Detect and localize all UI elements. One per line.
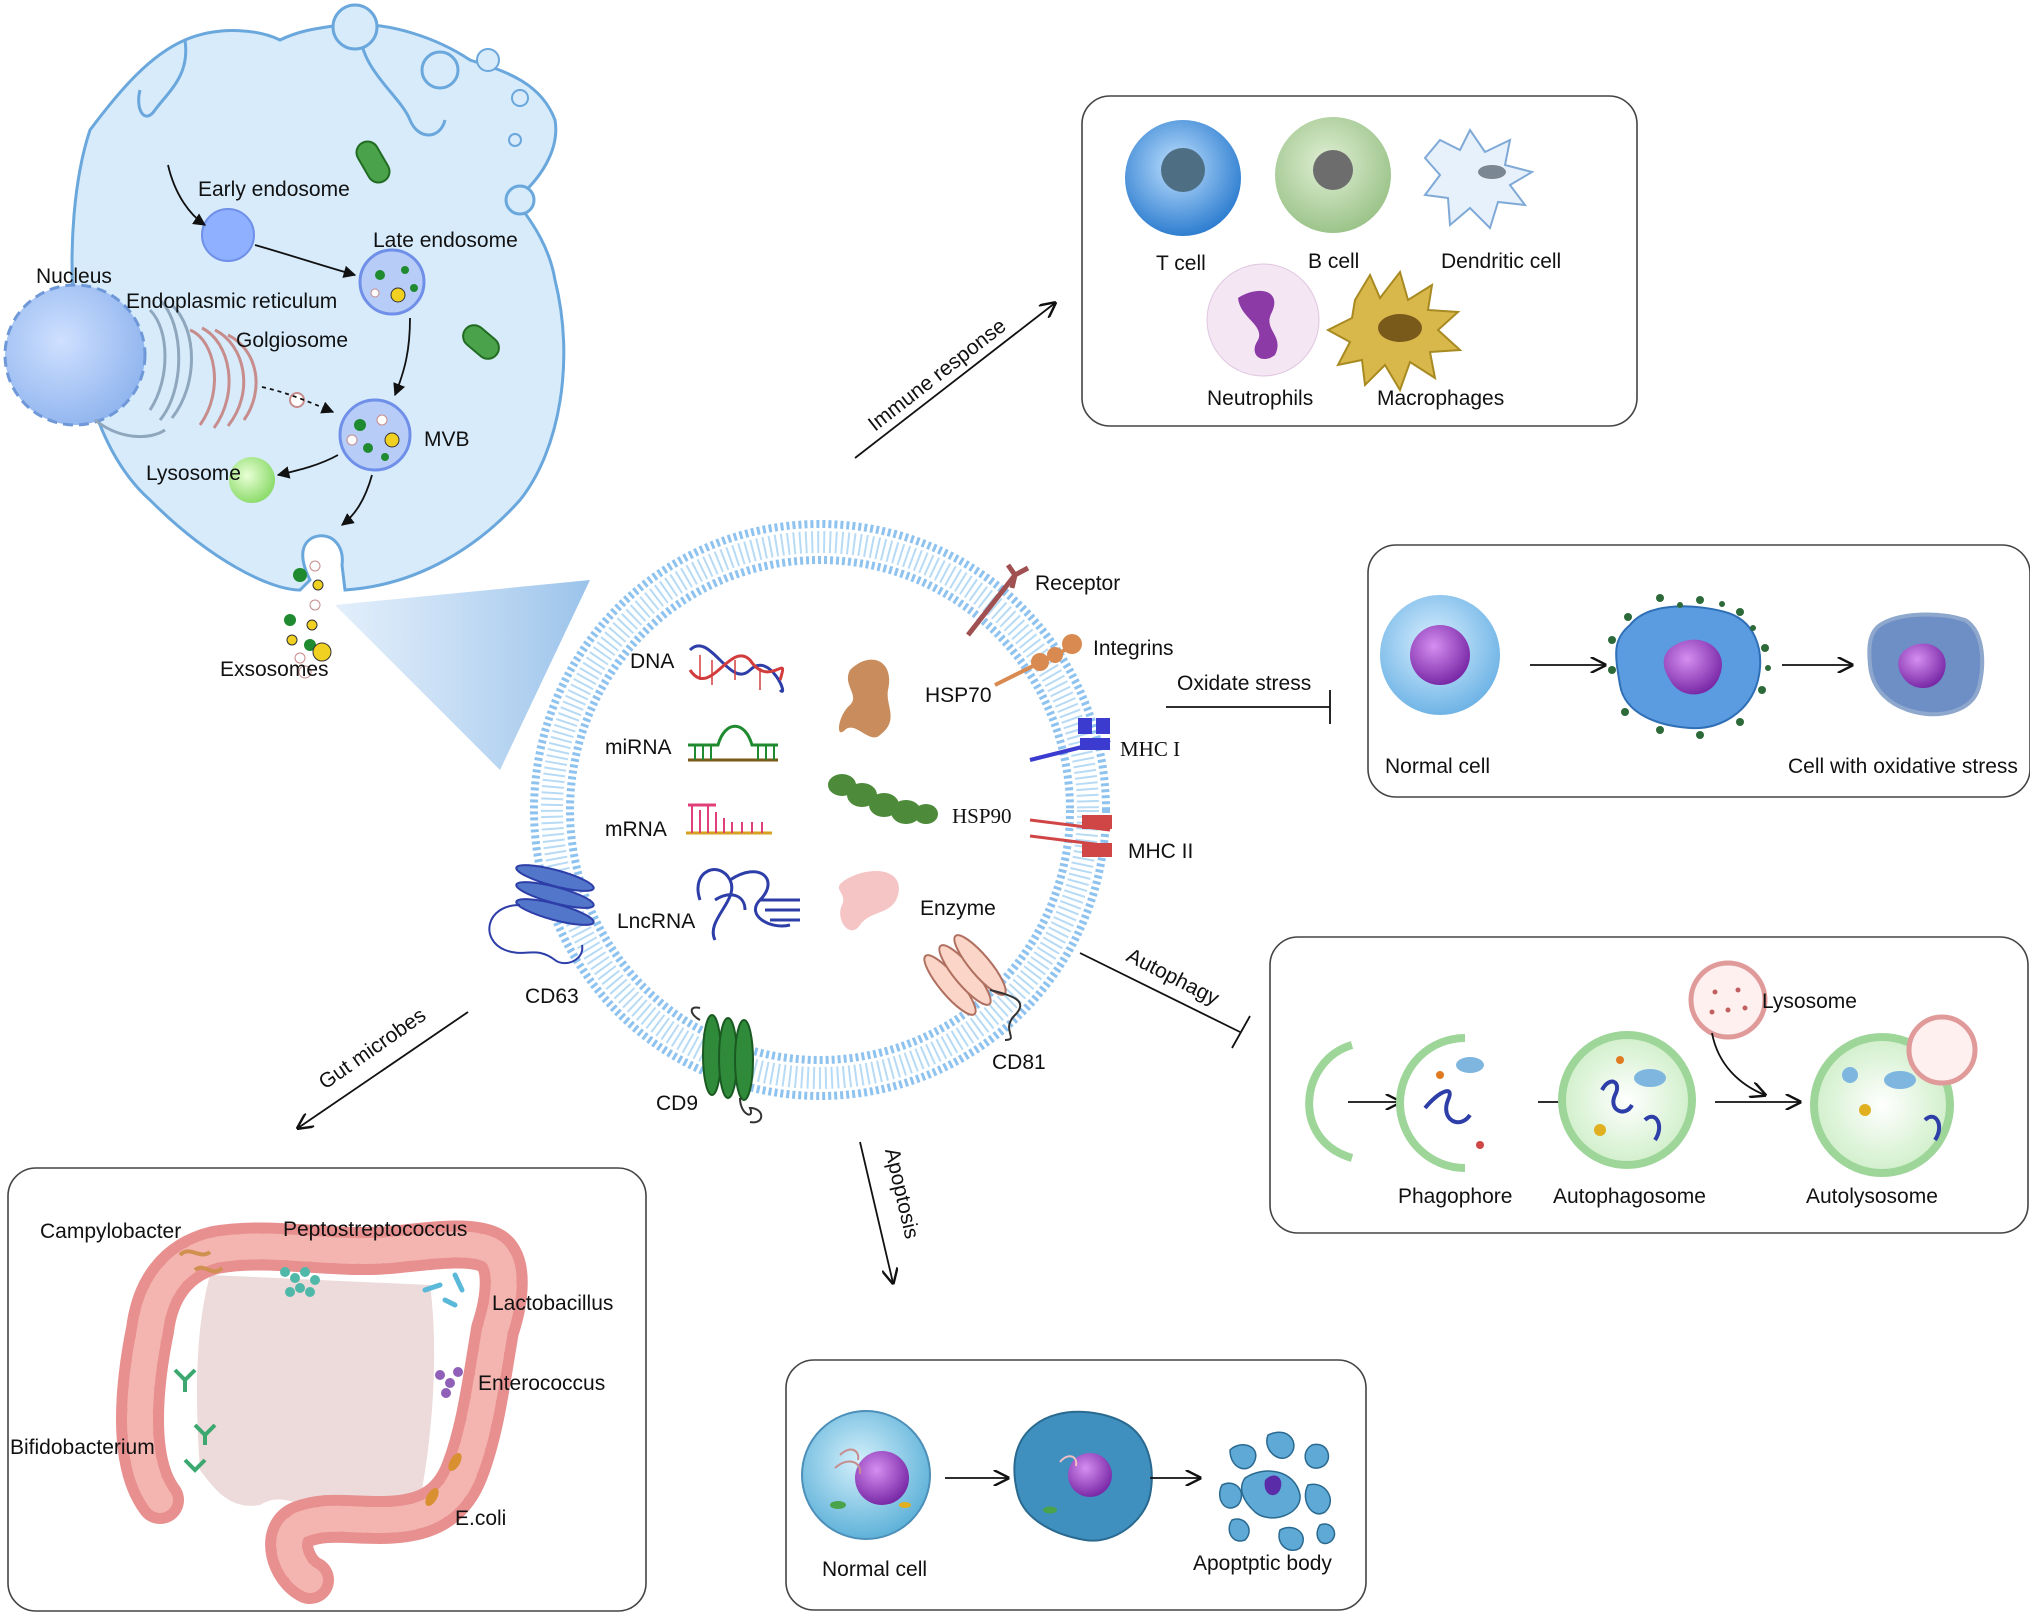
lncrna-label: LncRNA	[617, 910, 695, 933]
integrins-icon	[994, 634, 1082, 687]
hsp90-label: HSP90	[952, 804, 1012, 828]
golgi-label: Golgiosome	[236, 329, 348, 352]
er-icon	[94, 298, 193, 439]
cd63-icon	[488, 864, 595, 965]
ecoli-label: E.coli	[455, 1507, 506, 1530]
apoptotic-body-icon	[1218, 1431, 1336, 1551]
exosome-particles	[284, 599, 332, 679]
nucleus	[3, 283, 147, 427]
early-endosome	[201, 208, 255, 262]
cd81-label: CD81	[992, 1051, 1046, 1074]
b-cell-label: B cell	[1308, 250, 1359, 273]
autophagy-label: Autophagy	[1123, 944, 1223, 1010]
er-label: Endoplasmic reticulum	[126, 290, 337, 313]
macrophages-label: Macrophages	[1377, 387, 1504, 410]
apoptotic-body-label: Apoptptic body	[1193, 1552, 1332, 1575]
bifidobacterium-icon	[173, 1368, 217, 1473]
autophagy-inhibit	[1079, 952, 1241, 1033]
hsp90-protein-icon	[828, 774, 938, 824]
nucleus-label: Nucleus	[36, 265, 112, 288]
neutrophils-label: Neutrophils	[1207, 387, 1313, 410]
mhc2-label: MHC II	[1128, 840, 1193, 863]
campylobacter-label: Campylobacter	[40, 1220, 181, 1243]
receptor-label: Receptor	[1035, 572, 1120, 595]
peptostreptococcus-label: Peptostreptococcus	[283, 1218, 467, 1241]
oxidative-panel: Normal cell Cell with oxidative stress	[1367, 544, 2030, 798]
dna-label: DNA	[630, 650, 674, 673]
apoptosis-normal-label: Normal cell	[822, 1558, 927, 1581]
phagophore-start-icon	[1305, 1041, 1354, 1162]
cell-body	[70, 22, 566, 592]
autophagy-panel: Lysosome Phagophore Autophagosome Autoly…	[1269, 936, 2029, 1234]
phagophore-icon	[1396, 1034, 1484, 1172]
golgi-icon	[189, 326, 258, 429]
dendritic-label: Dendritic cell	[1441, 250, 1561, 273]
autophagosome-icon	[1558, 1031, 1696, 1169]
gut-panel: Campylobacter Peptostreptococcus Lactoba…	[7, 1167, 647, 1612]
secreting-cell: Early endosome Late endosome Nucleus End…	[3, 3, 566, 681]
hsp70-protein-icon	[838, 659, 891, 738]
mrna-label: mRNA	[605, 818, 667, 841]
immune-label: Immune response	[864, 314, 1011, 436]
autolysosome-icon	[1810, 1014, 1978, 1177]
enzyme-icon	[838, 871, 899, 931]
mvb-label: MVB	[424, 428, 470, 451]
immune-arrow	[854, 303, 1055, 459]
autophagy-lysosome-label: Lysosome	[1762, 990, 1857, 1013]
mirna-label: miRNA	[605, 736, 672, 759]
apoptosis-panel: Normal cell Apoptptic body	[785, 1359, 1367, 1611]
late-endosome	[358, 248, 426, 316]
bifidobacterium-label: Bifidobacterium	[10, 1436, 155, 1459]
peptostreptococcus-icon	[280, 1267, 320, 1297]
enterococcus-icon	[435, 1367, 463, 1398]
mirna-icon	[688, 724, 778, 762]
ros-particles	[1608, 594, 1771, 739]
exosome: DNA miRNA mRNA LncRNA HSP70 HSP90 Enzyme…	[488, 520, 1193, 1124]
oxidative-normal-label: Normal cell	[1385, 755, 1490, 778]
apoptosis-arrow	[859, 1141, 893, 1283]
ecoli-icon	[425, 1452, 462, 1507]
autolysosome-label: Autolysosome	[1806, 1185, 1938, 1208]
campylobacter-icon	[178, 1249, 224, 1274]
immune-panel: T cell B cell Dendritic cell Neutrophils…	[1081, 95, 1638, 427]
dendritic-cell-icon	[1423, 128, 1535, 230]
cd63-label: CD63	[525, 985, 579, 1008]
receptor-icon	[966, 563, 1030, 637]
t-cell-label: T cell	[1156, 252, 1206, 275]
enterococcus-label: Enterococcus	[478, 1372, 605, 1395]
mhc1-icon	[1029, 718, 1111, 762]
integrins-label: Integrins	[1093, 637, 1174, 660]
early-endosome-label: Early endosome	[198, 178, 350, 201]
cd9-label: CD9	[656, 1092, 698, 1115]
zoom-cone	[335, 580, 590, 770]
lysosome-label: Lysosome	[146, 462, 241, 485]
oxidative-label: Oxidate stress	[1177, 672, 1311, 695]
mvb	[338, 398, 412, 472]
autophagy-lysosome-icon	[1688, 960, 1768, 1040]
oxidative-stressed-label: Cell with oxidative stress	[1788, 755, 2018, 778]
mitochondria-icon	[355, 140, 500, 360]
late-endosome-label: Late endosome	[373, 229, 518, 252]
mhc1-label: MHC I	[1120, 737, 1180, 761]
lysosome	[229, 457, 275, 503]
enzyme-label: Enzyme	[920, 897, 996, 920]
lactobacillus-label: Lactobacillus	[492, 1292, 613, 1315]
apoptotic-cell-icon	[1013, 1410, 1153, 1542]
lncrna-icon	[696, 868, 800, 941]
cd9-icon	[690, 1006, 763, 1124]
autophagosome-label: Autophagosome	[1553, 1185, 1706, 1208]
dna-icon	[688, 644, 785, 693]
exosomes-label: Exsosomes	[220, 658, 329, 681]
hsp70-label: HSP70	[925, 684, 992, 707]
mhc2-icon	[1029, 815, 1112, 857]
apoptosis-label: Apoptosis	[880, 1146, 923, 1241]
apoptosis-normal-cell-icon	[801, 1410, 931, 1540]
mrna-icon	[686, 803, 772, 835]
lactobacillus-icon	[422, 1272, 465, 1308]
cd81-icon	[923, 934, 1022, 1041]
phagophore-label: Phagophore	[1398, 1185, 1512, 1208]
gut-arrow	[298, 1011, 469, 1128]
